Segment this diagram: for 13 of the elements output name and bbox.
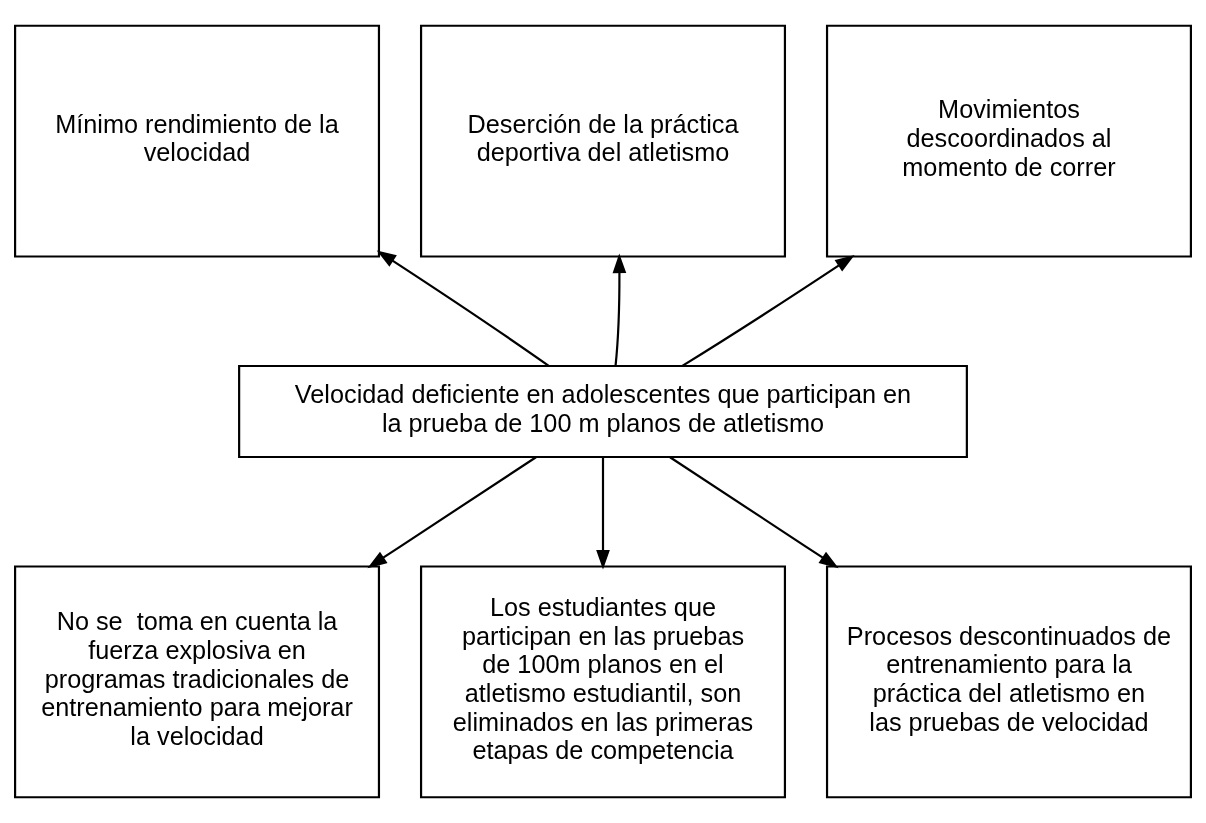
arrow	[376, 250, 550, 367]
node-box: Deserción de la práctica deportiva del atletismo	[419, 24, 787, 258]
node-box: Mínimo rendimiento de la velocidad	[14, 24, 381, 258]
arrow	[681, 255, 855, 367]
arrow	[612, 253, 627, 366]
node-box: No se toma en cuenta la fuerza explosiva en programas tradicionales de entrenamiento para mejorar la velocidad	[14, 565, 381, 799]
node-box: Procesos descontinuados de entrenamiento para la práctica del atletismo en las pruebas de velocidad	[825, 565, 1192, 799]
node-box: Los estudiantes que participan en las pruebas de 100m planos en el atletismo estudiantil, son eliminados en las primeras etapas de competencia	[419, 565, 787, 799]
node-box: Velocidad deficiente en adolescentes que participan en la prueba de 100 m planos de atletismo	[238, 364, 968, 459]
arrow	[669, 456, 839, 569]
node-box: Movimientos descoordinados al momento de correr	[825, 24, 1192, 258]
arrow	[367, 456, 537, 569]
arrow	[596, 457, 610, 570]
